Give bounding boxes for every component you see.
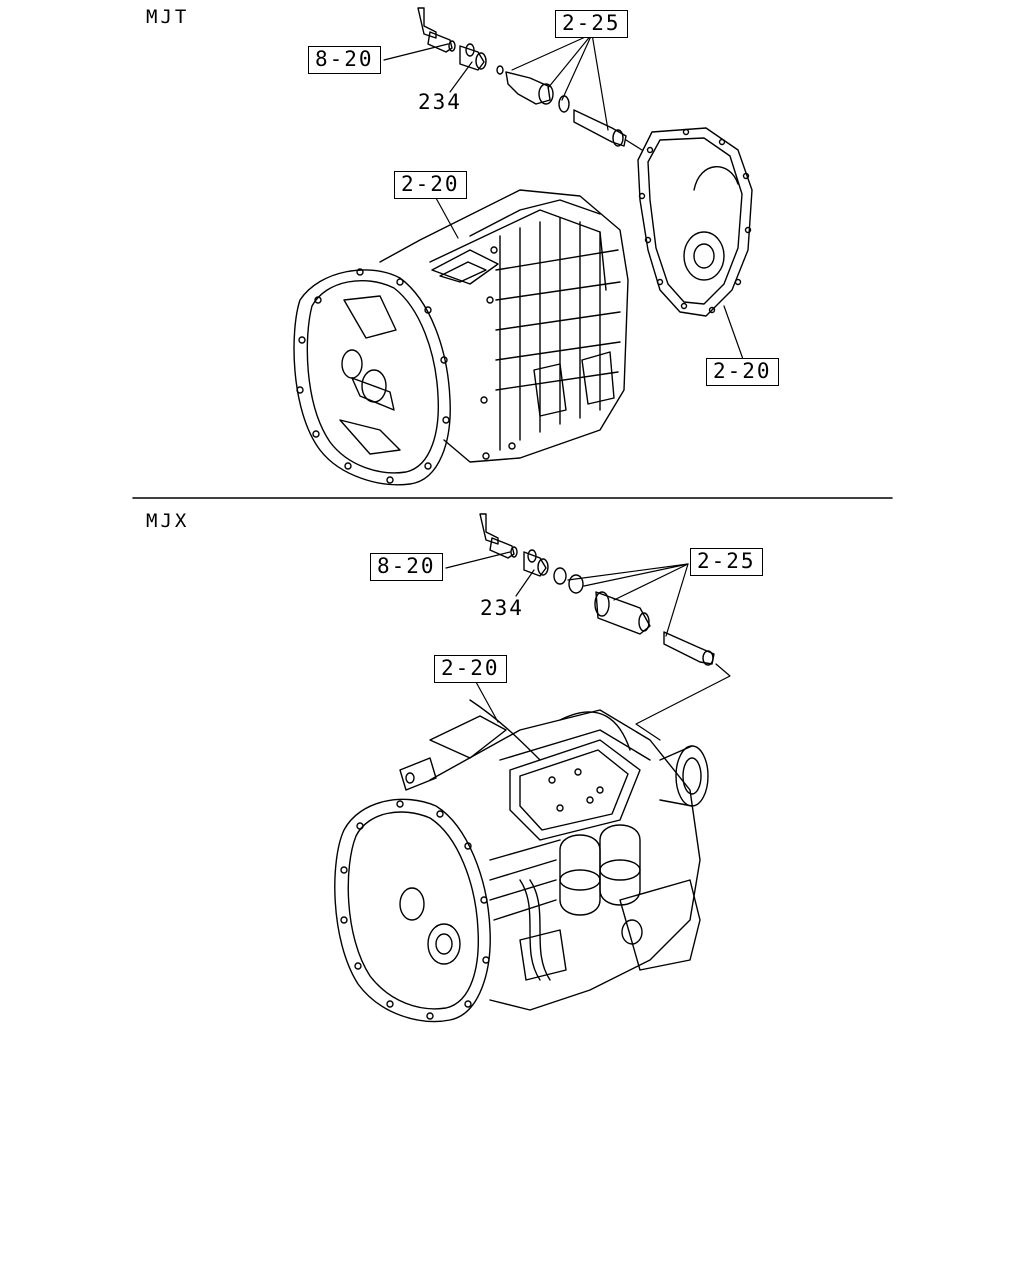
callout-label: 2-25 <box>562 11 621 35</box>
callout-label: 234 <box>480 596 524 620</box>
callout-label: 2-20 <box>713 359 772 383</box>
section-label-mjt: MJT <box>146 6 190 28</box>
callout-label: 8-20 <box>377 554 436 578</box>
mjt-transmission-case <box>293 189 629 486</box>
callout-mjx-8-20[interactable]: 8-20 <box>370 553 443 581</box>
mjt-leader-lines <box>383 33 745 363</box>
callout-mjt-234[interactable]: 234 <box>418 92 462 113</box>
callout-label: 8-20 <box>315 47 374 71</box>
mjx-speed-sensor-harness <box>479 513 518 559</box>
callout-mjt-2-20-cover[interactable]: 2-20 <box>706 358 779 386</box>
mjt-speed-sensor-234 <box>459 43 487 71</box>
callout-label: 2-25 <box>697 549 756 573</box>
callout-mjt-2-25[interactable]: 2-25 <box>555 10 628 38</box>
mjx-speed-sensor-234 <box>523 549 549 577</box>
mjt-rear-cover <box>637 127 753 317</box>
callout-mjx-2-20-case[interactable]: 2-20 <box>434 655 507 683</box>
callout-label: 2-20 <box>441 656 500 680</box>
mjx-speedometer-gear-assy <box>553 567 715 666</box>
mjt-speed-sensor-harness <box>417 7 456 53</box>
mjx-leader-lines <box>445 551 731 741</box>
callout-mjx-234[interactable]: 234 <box>480 598 524 619</box>
callout-label: 234 <box>418 90 462 114</box>
callout-mjt-8-20[interactable]: 8-20 <box>308 46 381 74</box>
callout-label: 2-20 <box>401 172 460 196</box>
callout-mjt-2-20-case[interactable]: 2-20 <box>394 171 467 199</box>
mjx-transmission-case <box>334 699 709 1023</box>
callout-mjx-2-25[interactable]: 2-25 <box>690 548 763 576</box>
mjt-speedometer-gear-assy <box>496 65 627 147</box>
section-label-mjx: MJX <box>146 510 190 532</box>
